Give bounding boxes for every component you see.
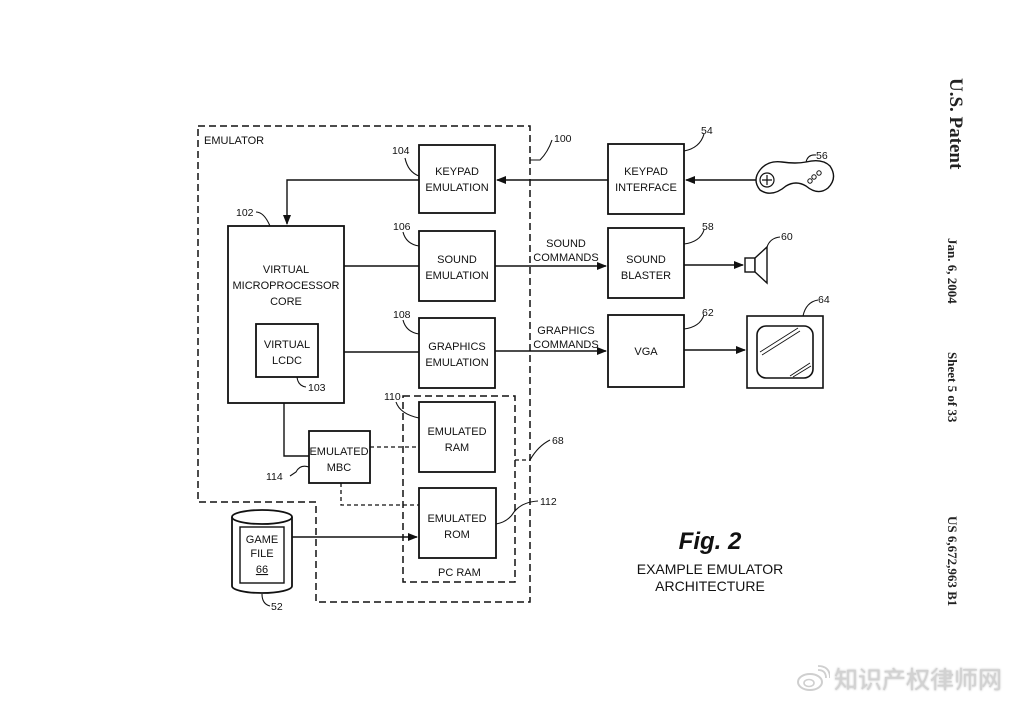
speaker-ref: 60 [781, 231, 793, 243]
keypad-emulation-ref: 104 [392, 145, 410, 157]
sound-blaster-block: SOUND BLASTER [607, 227, 685, 299]
svg-text:CORE: CORE [270, 296, 302, 308]
game-file-cylinder: GAME FILE 66 [231, 509, 293, 594]
svg-text:LCDC: LCDC [272, 355, 302, 367]
graphics-emulation-block: GRAPHICS EMULATION [418, 317, 496, 389]
gamepad-icon [755, 159, 835, 194]
svg-text:ROM: ROM [444, 529, 470, 541]
mbc-to-rom-dashed-line [340, 483, 419, 506]
svg-text:INTERFACE: INTERFACE [615, 182, 677, 194]
svg-text:EMULATION: EMULATION [425, 182, 488, 194]
svg-text:FILE: FILE [250, 548, 273, 560]
core-to-mbc-line [283, 403, 309, 457]
emulator-label: EMULATOR [204, 135, 264, 147]
emulator-container [197, 125, 531, 603]
sound-commands-label-1: SOUND [546, 238, 586, 250]
svg-text:EMULATED: EMULATED [309, 446, 368, 458]
pc-ram-label: PC RAM [438, 567, 481, 579]
pc-ram-container [402, 395, 516, 583]
patent-date: Jan. 6, 2004 [945, 238, 960, 304]
speaker-icon [744, 245, 768, 285]
svg-text:EMULATION: EMULATION [425, 270, 488, 282]
figure-caption-line1: EXAMPLE EMULATOR [637, 561, 784, 577]
virtual-lcdc-ref: 103 [308, 382, 326, 394]
svg-text:EMULATED: EMULATED [427, 426, 486, 438]
monitor-ref: 64 [818, 294, 830, 306]
graphics-commands-label-1: GRAPHICS [537, 325, 594, 337]
svg-text:MBC: MBC [327, 462, 352, 474]
svg-text:VGA: VGA [634, 346, 658, 358]
svg-text:VIRTUAL: VIRTUAL [263, 264, 309, 276]
svg-text:KEYPAD: KEYPAD [624, 166, 668, 178]
svg-text:SOUND: SOUND [626, 254, 666, 266]
emulated-ram-ref: 110 [384, 391, 401, 403]
figure-caption-line2: ARCHITECTURE [655, 578, 765, 594]
patent-number: US 6,672,963 B1 [945, 516, 960, 607]
emulated-rom-block: EMULATED ROM [418, 487, 497, 559]
svg-text:66: 66 [256, 564, 268, 576]
watermark: 知识产权律师网 [796, 660, 1002, 695]
monitor-icon [746, 315, 824, 389]
emulated-mbc-ref: 114 [266, 471, 283, 483]
svg-text:VIRTUAL: VIRTUAL [264, 339, 310, 351]
emulated-ram-block: EMULATED RAM [418, 401, 496, 473]
emulator-ref: 100 [554, 133, 572, 145]
keypad-interface-block: KEYPAD INTERFACE [607, 143, 685, 215]
gamepad-ref: 56 [816, 150, 828, 162]
emulated-rom-ref: 112 [540, 496, 557, 508]
svg-text:SOUND: SOUND [437, 254, 477, 266]
vga-ref: 62 [702, 307, 714, 319]
weibo-logo-icon [797, 664, 830, 691]
game-file-ref: 52 [271, 601, 283, 613]
cpu-core-ref: 102 [236, 207, 254, 219]
keypad-interface-ref: 54 [701, 125, 713, 137]
keypad-emulation-block: KEYPAD EMULATION [418, 144, 496, 214]
watermark-text: 知识产权律师网 [834, 666, 1002, 694]
keypad-emulation-to-core-line [283, 179, 419, 225]
sheet-number: Sheet 5 of 33 [945, 352, 960, 423]
emulated-mbc-block: EMULATED MBC [308, 430, 371, 484]
svg-text:GRAPHICS: GRAPHICS [428, 341, 485, 353]
sound-emulation-block: SOUND EMULATION [418, 230, 496, 302]
figure-title: Fig. 2 [679, 528, 742, 555]
svg-text:RAM: RAM [445, 442, 469, 454]
patent-label: U.S. Patent [945, 78, 966, 170]
sound-commands-label-2: COMMANDS [533, 252, 598, 264]
svg-text:EMULATION: EMULATION [425, 357, 488, 369]
svg-text:KEYPAD: KEYPAD [435, 166, 479, 178]
pc-ram-ref: 68 [552, 435, 564, 447]
svg-text:MICROPROCESSOR: MICROPROCESSOR [233, 280, 340, 292]
svg-text:EMULATED: EMULATED [427, 513, 486, 525]
graphics-commands-label-2: COMMANDS [533, 339, 598, 351]
svg-text:GAME: GAME [246, 534, 278, 546]
sound-emulation-ref: 106 [393, 221, 411, 233]
virtual-lcdc-block: VIRTUAL LCDC [255, 323, 319, 378]
graphics-emulation-ref: 108 [393, 309, 411, 321]
vga-block: VGA [607, 314, 685, 388]
svg-text:BLASTER: BLASTER [621, 270, 671, 282]
sound-blaster-ref: 58 [702, 221, 714, 233]
